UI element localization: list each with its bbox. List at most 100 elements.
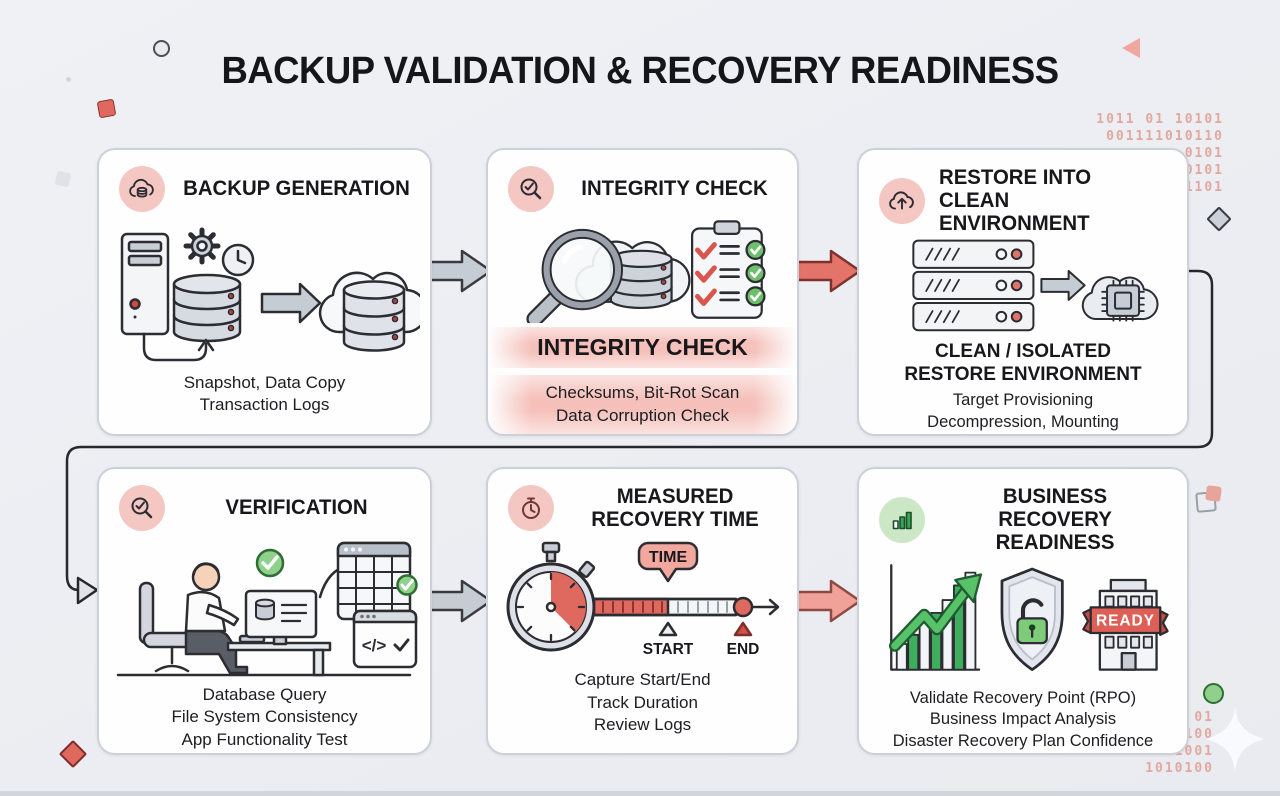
code-glyph: </> xyxy=(361,636,386,655)
card-header: INTEGRITY CHECK xyxy=(488,150,797,216)
caption-line: Business Impact Analysis xyxy=(929,710,1117,729)
card-header: BACKUP GENERATION xyxy=(99,150,430,216)
binary-line: 1101 xyxy=(1184,179,1224,195)
binary-line: 1011 01 10101 xyxy=(1096,112,1224,127)
flow-wrap-arrowhead-icon xyxy=(76,576,99,605)
subtitle-line: CLEAN / ISOLATED xyxy=(935,341,1111,363)
server-rack-icon xyxy=(912,239,1035,332)
clock-icon xyxy=(221,243,254,277)
card-restore-into-clean-environment: RESTORE INTO CLEAN ENVIRONMENT xyxy=(857,148,1189,436)
cloud-chip-icon xyxy=(1081,276,1159,322)
growth-chart-icon xyxy=(888,564,983,672)
cloud-database-icon xyxy=(119,166,165,212)
restore-illustration xyxy=(912,239,1159,332)
decor-salmon-square-icon xyxy=(1205,485,1222,502)
time-bubble: TIME xyxy=(637,541,698,583)
transfer-arrow-icon xyxy=(1040,270,1086,302)
binary-block-top-right: 1011 01 10101 001111010110 0101 0101 110… xyxy=(1096,112,1224,196)
clipboard-checklist-icon xyxy=(690,220,766,319)
binary-line: 001111010110 xyxy=(1106,128,1224,144)
stopwatch-icon xyxy=(508,485,554,532)
server-tower-icon xyxy=(120,232,169,336)
decor-red-diamond-icon xyxy=(58,739,88,769)
card-caption: Snapshot, Data Copy Transaction Logs xyxy=(99,372,430,417)
transfer-arrow-icon xyxy=(260,282,321,324)
recovery-time-illustration: TIME START END xyxy=(506,541,779,658)
caption-line: Capture Start/End xyxy=(574,670,711,690)
card-integrity-check: INTEGRITY CHECK xyxy=(486,148,799,436)
caption-line: Checksums, Bit-Rot Scan xyxy=(545,383,740,403)
subtitle-line: RESTORE ENVIRONMENT xyxy=(904,364,1142,386)
decor-diamond-icon xyxy=(1206,206,1232,232)
caption-line: Transaction Logs xyxy=(199,395,330,415)
flow-arrow-4-5-icon xyxy=(424,579,493,623)
backup-generation-illustration xyxy=(120,227,420,362)
time-bubble-label: TIME xyxy=(648,549,687,566)
decor-sparkle-icon xyxy=(1206,706,1264,772)
database-icon xyxy=(172,273,241,343)
card-header: RESTORE INTO CLEAN ENVIRONMENT xyxy=(859,150,1187,239)
decor-green-circle-icon xyxy=(1203,683,1224,704)
cloud-upload-icon xyxy=(879,177,925,224)
binary-line: 01 xyxy=(1194,710,1214,725)
building-ready-icon: READY xyxy=(1082,579,1169,672)
card-business-recovery-readiness: BUSINESS RECOVERY READINESS xyxy=(857,467,1189,755)
start-label: START xyxy=(642,641,693,658)
card-verification: VERIFICATION xyxy=(97,467,432,755)
binary-line: 0101 xyxy=(1184,162,1224,178)
decor-dot-icon xyxy=(66,77,71,82)
card-caption: Checksums, Bit-Rot Scan Data Corruption … xyxy=(488,375,797,434)
gear-icon xyxy=(183,227,220,265)
caption-line: App Functionality Test xyxy=(181,729,348,749)
start-marker-icon xyxy=(658,621,677,637)
integrity-banner-label: INTEGRITY CHECK xyxy=(537,334,748,361)
card-title: BACKUP GENERATION xyxy=(183,177,410,201)
card-title: RESTORE INTO CLEAN ENVIRONMENT xyxy=(939,166,1092,236)
caption-line: Track Duration xyxy=(587,692,698,712)
stopwatch-illustration-icon xyxy=(506,541,595,652)
card-title: VERIFICATION xyxy=(225,496,368,520)
card-caption: Target Provisioning Decompression, Mount… xyxy=(859,390,1187,434)
card-measured-recovery-time: MEASURED RECOVERY TIME xyxy=(486,467,799,755)
caption-line: Disaster Recovery Plan Confidence xyxy=(892,732,1154,751)
decor-circle-icon xyxy=(153,40,170,57)
caption-line: Data Corruption Check xyxy=(556,405,729,425)
ready-ribbon-label: READY xyxy=(1096,613,1155,630)
bottom-edge-strip xyxy=(0,791,1280,796)
page-title: BACKUP VALIDATION & RECOVERY READINESS xyxy=(221,50,1059,92)
card-title: MEASURED RECOVERY TIME xyxy=(590,485,759,532)
flow-arrow-2-3-icon xyxy=(793,249,862,293)
card-header: BUSINESS RECOVERY READINESS xyxy=(859,469,1187,558)
flow-arrow-1-2-icon xyxy=(424,249,493,293)
integrity-check-illustration xyxy=(525,220,766,324)
loop-arrow-icon xyxy=(142,332,214,362)
cloud-backup-icon xyxy=(318,271,420,352)
card-subtitle: CLEAN / ISOLATED RESTORE ENVIRONMENT xyxy=(859,340,1187,386)
integrity-caption-band: Checksums, Bit-Rot Scan Data Corruption … xyxy=(488,375,797,434)
check-circle-icon xyxy=(255,548,284,578)
card-backup-generation: BACKUP GENERATION xyxy=(97,148,432,436)
verification-illustration: </> xyxy=(116,541,418,677)
decor-triangle-icon xyxy=(1122,38,1140,58)
binary-line: 0101 xyxy=(1184,145,1224,161)
decor-faint-square-icon xyxy=(54,170,72,188)
monitor-database-icon xyxy=(244,589,317,646)
bar-chart-icon xyxy=(879,496,925,543)
end-label: END xyxy=(726,641,759,658)
caption-line: Snapshot, Data Copy xyxy=(183,373,346,392)
binary-line: 100 xyxy=(1184,726,1214,742)
timeline-bar xyxy=(592,596,779,618)
shield-lock-icon xyxy=(1000,567,1064,672)
caption-line: Decompression, Mounting xyxy=(927,413,1119,432)
card-caption: Validate Recovery Point (RPO) Business I… xyxy=(859,688,1187,753)
caption-line: Validate Recovery Point (RPO) xyxy=(909,688,1137,707)
magnifier-check-icon xyxy=(119,485,165,531)
caption-line: File System Consistency xyxy=(171,707,358,727)
card-header: VERIFICATION xyxy=(99,469,430,535)
decor-red-square-icon xyxy=(96,98,117,119)
readiness-illustration: READY xyxy=(888,564,1169,672)
card-caption: Capture Start/End Track Duration Review … xyxy=(488,669,797,736)
magnifier-check-icon xyxy=(508,166,554,212)
card-title: BUSINESS RECOVERY READINESS xyxy=(995,485,1115,555)
